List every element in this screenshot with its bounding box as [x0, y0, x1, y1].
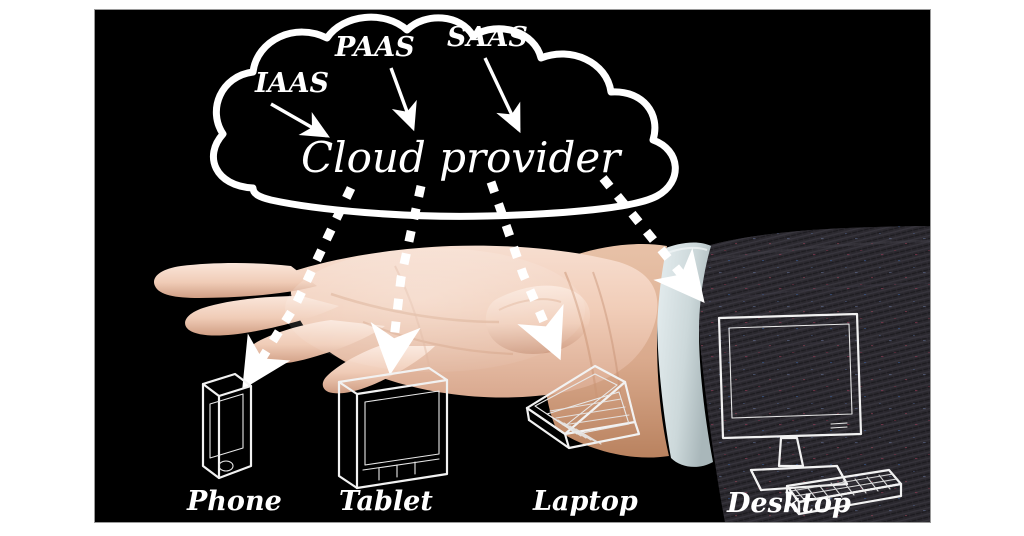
- iaas-label: IAAS: [254, 68, 329, 99]
- laptop-icon: [525, 364, 641, 450]
- tablet-label: Tablet: [339, 486, 433, 517]
- service-model-saas: SAAS: [447, 22, 528, 134]
- connector-to-tablet: [370, 185, 426, 375]
- smartphone-icon: [201, 372, 253, 480]
- cloud-provider-label: Cloud provider: [301, 133, 623, 182]
- cloud-outline: [210, 13, 679, 220]
- iaas-arrow: [270, 102, 330, 138]
- suit-sleeve: [697, 226, 930, 522]
- connector-to-phone: [242, 186, 356, 390]
- connector-to-desktop: [599, 175, 705, 303]
- paas-arrow: [389, 67, 417, 132]
- tablet-icon: [337, 366, 449, 490]
- service-model-paas: PAAS: [334, 32, 417, 132]
- saas-label: SAAS: [447, 22, 528, 53]
- illustration-panel: IAAS PAAS SAAS Cloud provider: [95, 10, 930, 522]
- connector-to-laptop: [486, 180, 564, 361]
- saas-arrow: [483, 57, 521, 134]
- laptop-label: Laptop: [532, 486, 638, 517]
- paas-label: PAAS: [334, 32, 415, 63]
- desktop-label: Desktop: [726, 488, 851, 519]
- cloud-computing-illustration: IAAS PAAS SAAS Cloud provider: [95, 10, 930, 522]
- desktop-monitor-icon: [717, 312, 903, 516]
- dashed-connectors: [242, 175, 705, 390]
- phone-label: Phone: [186, 486, 282, 517]
- service-model-iaas: IAAS: [254, 68, 330, 138]
